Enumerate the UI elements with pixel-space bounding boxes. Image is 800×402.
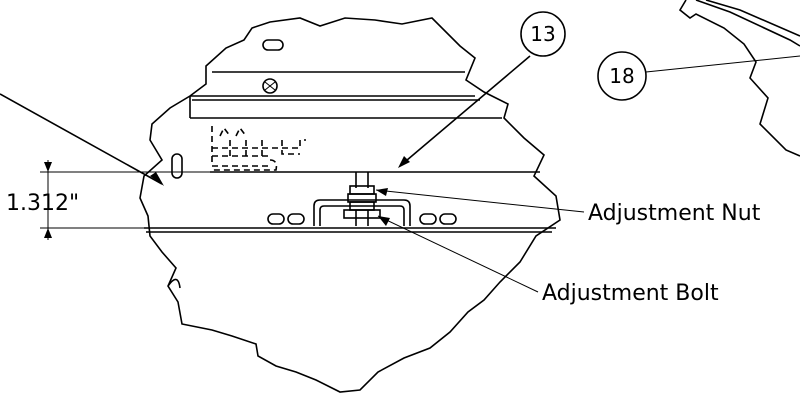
top-slot: [262, 39, 284, 51]
svg-text:18: 18: [609, 64, 634, 88]
lower-arc: [167, 278, 181, 289]
callout-13: 13: [398, 11, 566, 168]
second-detail-top-edge-2: [705, 0, 800, 37]
side-slot: [171, 153, 183, 179]
hidden-bracket: [211, 126, 306, 171]
dimension-line: [44, 160, 52, 240]
foot-pads: [267, 213, 457, 225]
adjustment-nut-leader: [375, 188, 585, 213]
nut-bracket: [313, 199, 411, 226]
detail-break-outline: [139, 17, 561, 393]
svg-text:13: 13: [530, 22, 555, 46]
adjustment-bolt-leader: [377, 215, 539, 293]
leader-arrow-upper-left: [0, 93, 164, 186]
second-detail-outline: [678, 0, 800, 157]
callout-18: 18: [597, 51, 800, 101]
dimension-value: 1.312": [6, 191, 79, 216]
adjustment-bolt-label: Adjustment Bolt: [542, 281, 719, 306]
adjustment-nut-label: Adjustment Nut: [588, 201, 761, 226]
screw-head-icon: [262, 78, 278, 94]
second-detail-top-edge: [695, 0, 800, 47]
